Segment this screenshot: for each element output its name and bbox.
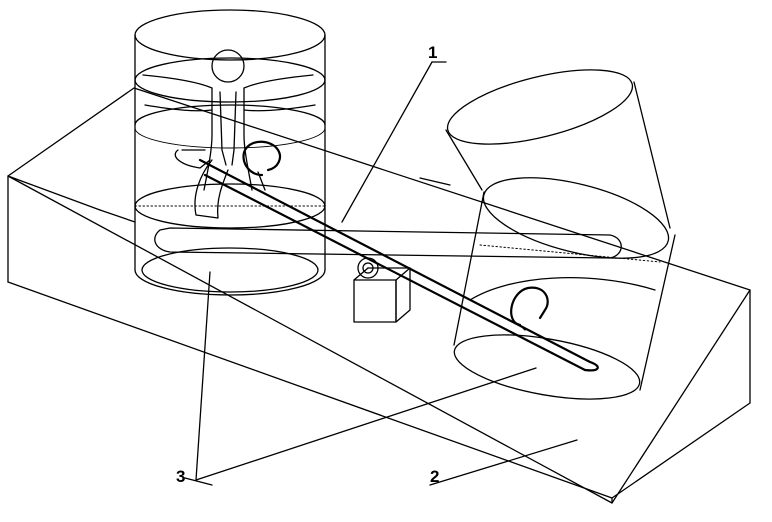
cross-rod [154,227,622,259]
leader-lines [184,61,578,486]
right-cup [445,69,676,400]
lever-beam [174,149,599,372]
left-hook [242,140,282,191]
pivot-support [353,257,411,323]
base-box [7,87,751,504]
right-hook [510,286,549,331]
label-cups: 3 [176,467,185,486]
label-lever: 1 [428,43,437,62]
label-base: 2 [430,467,439,486]
person-figure [142,49,316,219]
